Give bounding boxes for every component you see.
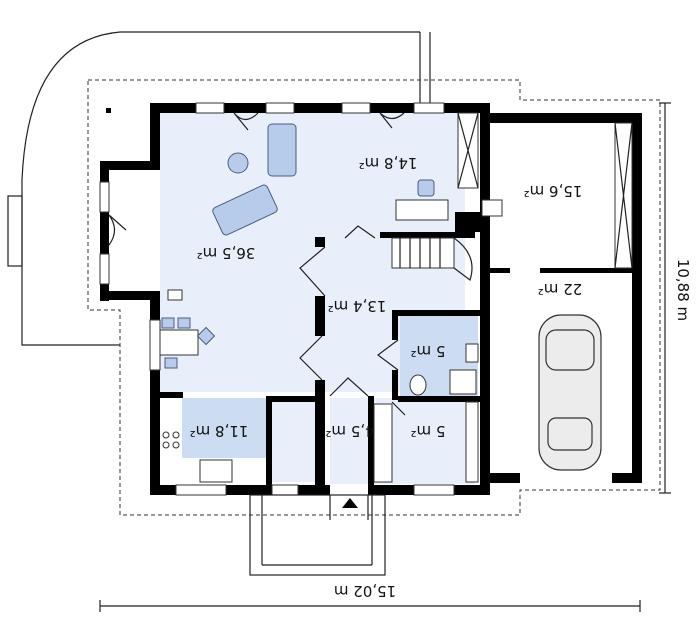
dimension-depth: 10,88 m	[674, 259, 692, 321]
terrace-outline	[7, 31, 431, 346]
windows	[99, 102, 633, 496]
staircase	[391, 237, 473, 281]
room-area-vestibule: 4,5 m²	[325, 422, 374, 440]
car-icon	[538, 314, 602, 471]
room-area-kitchen: 11,8 m²	[190, 422, 249, 440]
entrance-porch	[249, 494, 386, 576]
room-area-hall: 13,4 m²	[328, 297, 387, 315]
room-area-garage: 22 m²	[538, 280, 582, 298]
room-area-living: 36,5 m²	[197, 244, 256, 262]
room-area-utility: 5 m²	[411, 422, 446, 440]
north-marker-icon	[106, 108, 111, 113]
room-area-bathroom: 5 m²	[411, 342, 446, 360]
room-area-study: 14,8 m²	[359, 154, 418, 172]
room-area-garage-storage: 15,6 m²	[524, 182, 583, 200]
entrance-arrow-icon	[342, 498, 358, 508]
sofa-icon	[212, 123, 297, 236]
furniture	[159, 123, 503, 483]
dimension-width: 15,02 m	[334, 582, 396, 600]
roof-outline	[87, 79, 661, 516]
dimension-lines	[99, 102, 671, 612]
doors	[108, 112, 406, 416]
